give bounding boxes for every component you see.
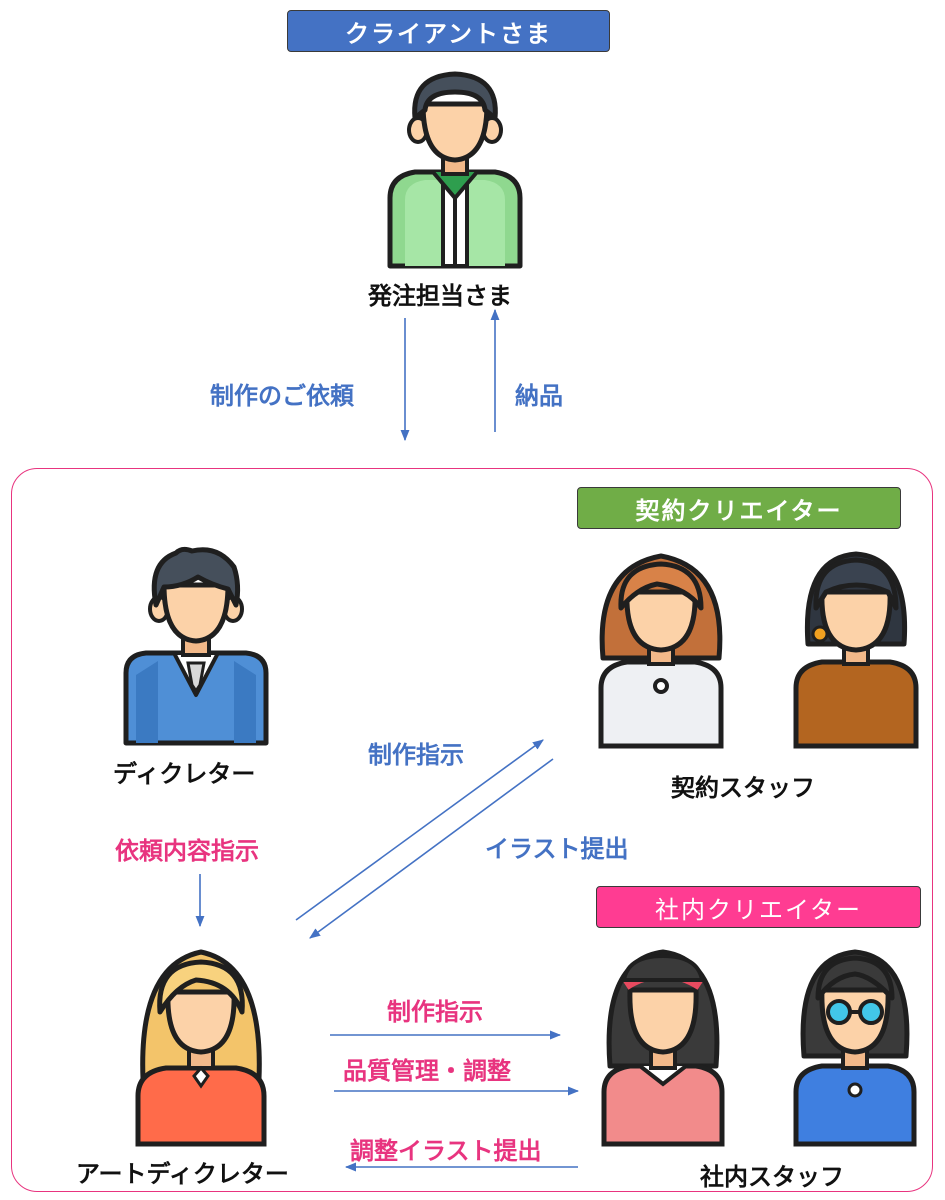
director-icon: [123, 546, 269, 746]
request-label: 制作のご依頼: [210, 382, 354, 410]
contract-submit-label: イラスト提出: [485, 835, 629, 863]
inhouse-submit-label: 調整イラスト提出: [350, 1137, 542, 1165]
inhouse-staff-label: 社内スタッフ: [700, 1163, 844, 1191]
delivery-label: 納品: [515, 382, 563, 410]
contract-banner: 契約クリエイター: [577, 487, 901, 529]
inhouse-banner: 社内クリエイター: [596, 886, 921, 928]
contract-staff-woman-1-icon: [598, 553, 724, 749]
contract-staff-woman-2-icon: [793, 551, 919, 749]
director-label: ディクレター: [113, 760, 256, 788]
director-instruction-label: 依頼内容指示: [115, 837, 259, 865]
client-person-icon: [387, 71, 523, 269]
contract-instruction-label: 制作指示: [368, 741, 464, 769]
client-person-label: 発注担当さま: [368, 282, 512, 310]
inhouse-staff-woman-2-icon: [793, 949, 917, 1147]
client-banner-text: クライアントさま: [344, 19, 553, 48]
contract-staff-label: 契約スタッフ: [671, 774, 815, 802]
inhouse-instruction-label: 制作指示: [387, 998, 483, 1026]
art-director-label: アートディクレター: [76, 1160, 289, 1188]
company-frame: [11, 468, 933, 1192]
inhouse-staff-woman-1-icon: [601, 949, 725, 1147]
art-director-icon: [135, 949, 267, 1147]
inhouse-banner-text: 社内クリエイター: [654, 895, 863, 924]
contract-banner-text: 契約クリエイター: [635, 496, 843, 525]
quality-label: 品質管理・調整: [343, 1057, 511, 1085]
client-banner: クライアントさま: [287, 10, 610, 52]
